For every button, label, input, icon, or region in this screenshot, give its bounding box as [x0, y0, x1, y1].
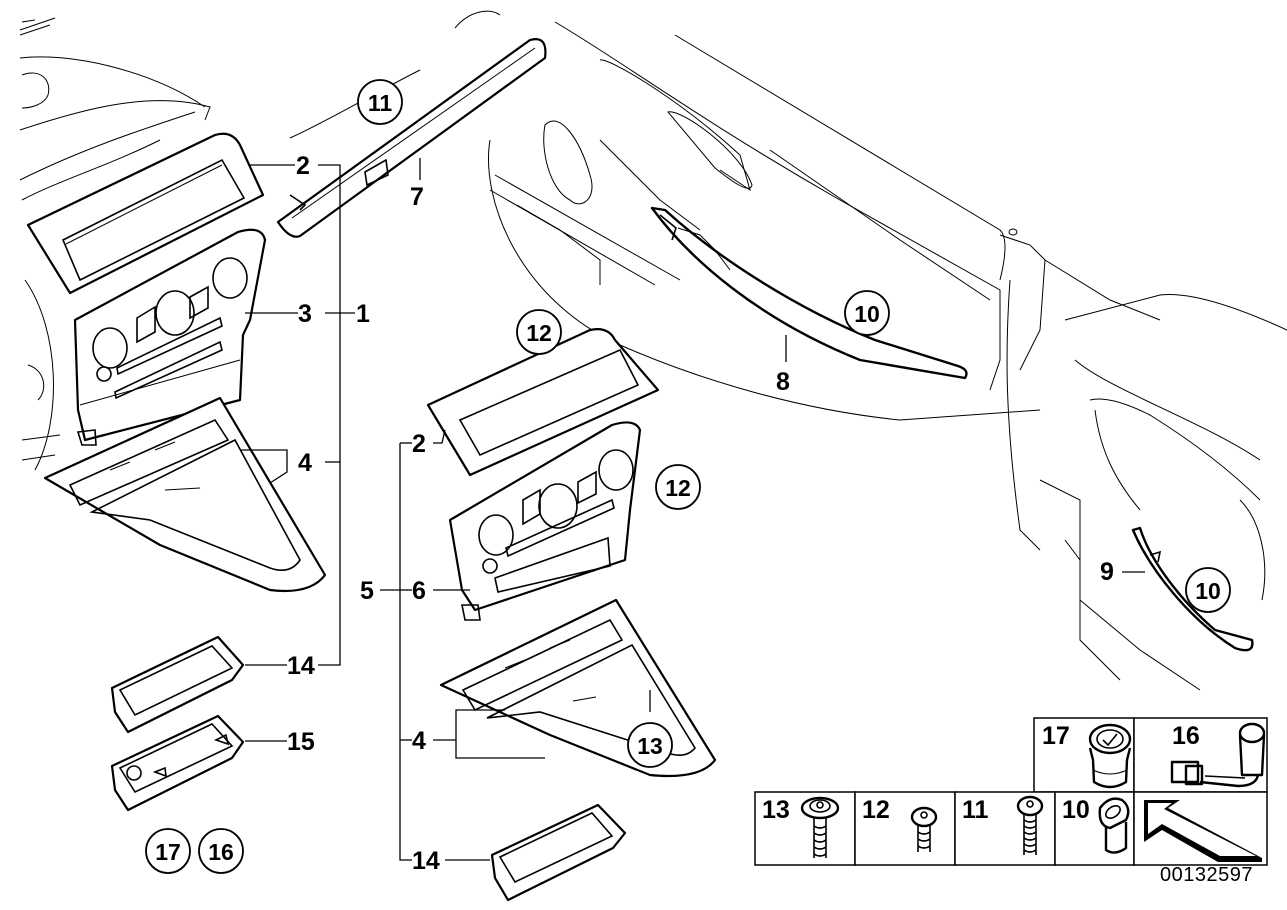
- svg-text:16: 16: [1172, 722, 1200, 750]
- parts-legend: 17 16 13: [754, 717, 1268, 866]
- svg-text:13: 13: [637, 733, 663, 759]
- callout-labels: 2 3 1 4 14 15 7 8 9 5 6 2 4 14: [287, 152, 1114, 875]
- legend-cell-16: 16: [1133, 717, 1268, 793]
- legend-cell-11: 11: [954, 791, 1056, 866]
- part-15-tray-with-lighter-left: [110, 714, 245, 812]
- part-14-tray-left: [110, 635, 245, 734]
- svg-text:17: 17: [155, 839, 181, 865]
- svg-text:10: 10: [1062, 796, 1090, 824]
- part-6-control-panel-right: [448, 421, 642, 621]
- rear-door-panel-outline: [1006, 279, 1287, 691]
- lighter-socket-with-cable-icon: [1170, 722, 1266, 788]
- svg-text:11: 11: [962, 796, 989, 824]
- part-9-door-handle-rear: [1131, 526, 1254, 652]
- callout-6: 6: [412, 577, 426, 605]
- callout-7: 7: [410, 183, 424, 211]
- long-screw-icon: [1016, 795, 1044, 855]
- part-2-upper-trim-bezel-left: [26, 132, 265, 295]
- callout-2-right: 2: [412, 430, 426, 458]
- callout-15: 15: [287, 728, 315, 756]
- legend-cell-17: 17: [1033, 717, 1135, 793]
- legend-cell-arrow: [1133, 791, 1268, 866]
- callout-14-right: 14: [412, 847, 440, 875]
- callout-9: 9: [1100, 558, 1114, 586]
- circled-callout-12-top: 12: [516, 309, 562, 355]
- svg-text:11: 11: [368, 90, 393, 116]
- part-4-console-trim-right: [439, 598, 717, 778]
- document-number: 00132597: [1160, 864, 1253, 886]
- callout-4-right: 4: [412, 727, 426, 755]
- callout-3: 3: [298, 300, 312, 328]
- direction-arrow-icon: [1144, 800, 1262, 862]
- circled-callout-10-front-door: 10: [844, 290, 890, 336]
- part-7-trim-strip: [276, 10, 547, 238]
- leader-lines: [240, 158, 1145, 861]
- short-screw-icon: [910, 806, 938, 852]
- legend-cell-12: 12: [854, 791, 956, 866]
- callout-4: 4: [298, 449, 312, 477]
- callout-2: 2: [296, 152, 310, 180]
- callout-14: 14: [287, 652, 315, 680]
- svg-text:12: 12: [665, 475, 691, 501]
- legend-cell-10: 10: [1054, 791, 1135, 866]
- svg-text:10: 10: [1195, 578, 1221, 604]
- part-2-upper-trim-bezel-right: [426, 328, 660, 477]
- svg-text:13: 13: [762, 796, 790, 824]
- svg-text:12: 12: [862, 796, 890, 824]
- callout-1: 1: [356, 300, 370, 328]
- svg-text:16: 16: [208, 839, 234, 865]
- part-14-tray-right: [490, 803, 627, 902]
- circled-callout-11: 11: [357, 79, 403, 125]
- callout-8: 8: [776, 368, 790, 396]
- circled-callout-16: 16: [198, 828, 244, 874]
- part-4-console-trim-left: [43, 396, 327, 593]
- front-door-panel-outline: [488, 21, 1161, 421]
- dashboard-background-lines: [19, 17, 421, 471]
- svg-text:17: 17: [1042, 722, 1070, 750]
- svg-text:12: 12: [526, 320, 552, 346]
- screw-with-washer-icon: [800, 796, 840, 858]
- circled-callout-17: 17: [145, 828, 191, 874]
- callout-5: 5: [360, 577, 374, 605]
- part-8-door-handle-front: [650, 206, 968, 380]
- circled-callout-13: 13: [627, 722, 673, 768]
- part-3-control-panel-left: [73, 228, 267, 446]
- circled-callouts: 11 12 12 13 10 10 17 16: [145, 79, 1231, 874]
- svg-text:10: 10: [854, 301, 880, 327]
- cigarette-lighter-icon: [1088, 723, 1132, 789]
- clip-nut-icon: [1098, 797, 1130, 854]
- circled-callout-10-rear-door: 10: [1185, 567, 1231, 613]
- circled-callout-12-side: 12: [655, 464, 701, 510]
- legend-cell-13: 13: [754, 791, 856, 866]
